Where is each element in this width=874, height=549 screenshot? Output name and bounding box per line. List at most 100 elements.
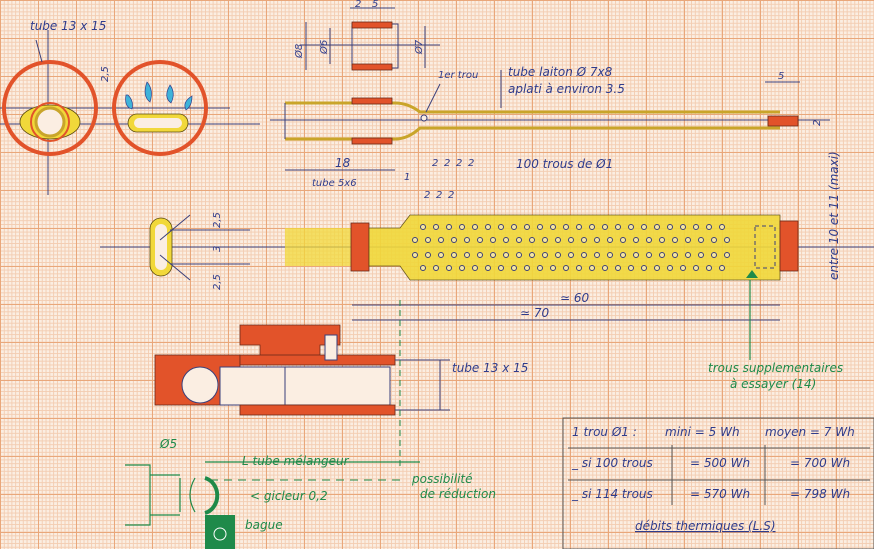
burner-hole <box>641 224 647 230</box>
burner-hole <box>711 237 717 243</box>
burner-hole <box>498 265 504 271</box>
ring-label: bague <box>245 518 283 532</box>
burner-hole <box>438 252 444 258</box>
table-row-2-label: _ si 114 trous <box>571 487 653 501</box>
section-dim-mid: 3 <box>212 246 223 252</box>
burner-hole <box>420 224 426 230</box>
sleeve-d-outer: Ø8 <box>293 44 305 59</box>
burner-hole <box>472 224 478 230</box>
burner-hole <box>516 252 522 258</box>
burner-hole <box>555 237 561 243</box>
reduction-label-1: possibilité <box>411 472 473 486</box>
burner-hole <box>464 252 470 258</box>
extra-holes-label-2: à essayer (14) <box>730 377 816 391</box>
burner-hole <box>672 252 678 258</box>
pitch-top-1: 2 <box>432 158 438 169</box>
section-tube-label: tube 13 x 15 <box>452 361 528 375</box>
burner-section <box>149 214 250 281</box>
sleeve-d-inner: Ø6 <box>318 40 330 55</box>
burner-hole <box>706 224 712 230</box>
burner-hole <box>667 265 673 271</box>
pitch-low-1: 2 <box>424 190 430 201</box>
burner-hole <box>537 265 543 271</box>
burner-hole <box>667 224 673 230</box>
burner-hole <box>542 252 548 258</box>
sleeve-dim-b: 5 <box>372 0 378 10</box>
burner-hole <box>602 224 608 230</box>
burner-hole <box>529 252 535 258</box>
table-row-1-min: = 500 Wh <box>690 456 750 470</box>
burner-hole <box>628 224 634 230</box>
reduction-label-2: de réduction <box>420 487 496 501</box>
jet-label: < gicleur 0,2 <box>250 489 328 503</box>
sleeve-d-bore: Ø7 <box>413 39 425 55</box>
burner-hole <box>563 265 569 271</box>
sleeve-dim-a: 2 <box>355 0 361 10</box>
burner-hole <box>654 224 660 230</box>
burner-hole <box>633 252 639 258</box>
burner-hole <box>581 252 587 258</box>
burner-hole <box>412 237 418 243</box>
table-header-min: mini = 5 Wh <box>665 425 740 439</box>
burner-hole <box>568 252 574 258</box>
burner-hole <box>542 237 548 243</box>
len-60-dim: ≃ 60 <box>560 291 590 305</box>
upper-tube <box>270 97 830 145</box>
burner-hole <box>446 224 452 230</box>
burner-hole <box>472 265 478 271</box>
burner-hole <box>529 237 535 243</box>
table-header-avg: moyen = 7 Wh <box>765 425 855 439</box>
table-row-2-min: = 570 Wh <box>690 487 750 501</box>
burner-hole <box>576 224 582 230</box>
burner-hole <box>451 237 457 243</box>
burner-hole <box>490 237 496 243</box>
burner-hole <box>524 224 530 230</box>
tube-label-2: aplati à environ 3.5 <box>508 82 625 96</box>
sleeve-detail <box>300 7 440 71</box>
burner-dim-1: 1 <box>404 172 410 183</box>
burner-hole <box>511 224 517 230</box>
end-len-dim: 5 <box>778 71 784 82</box>
table-caption: débits thermiques (L.S) <box>635 519 776 533</box>
injector <box>125 461 420 549</box>
burner-hole <box>433 265 439 271</box>
injector-d5: Ø5 <box>159 437 177 451</box>
burner-hole <box>620 237 626 243</box>
burner-hole <box>555 252 561 258</box>
flame-icons <box>125 81 193 111</box>
burner-hole <box>680 265 686 271</box>
burner-hole <box>425 252 431 258</box>
tube-label-1: tube laiton Ø 7x8 <box>508 65 613 79</box>
pitch-top-3: 2 <box>456 158 462 169</box>
burner-hole <box>602 265 608 271</box>
burner-hole <box>550 265 556 271</box>
burner-hole <box>425 237 431 243</box>
end-h-dim: 2 <box>812 120 823 126</box>
pitch-top-4: 2 <box>468 158 474 169</box>
burner-hole <box>511 265 517 271</box>
burner-hole <box>451 252 457 258</box>
burner-hole <box>438 237 444 243</box>
burner-hole <box>550 224 556 230</box>
burner-hole <box>607 252 613 258</box>
burner-hole <box>446 265 452 271</box>
burner-hole <box>719 265 725 271</box>
burner-hole <box>659 237 665 243</box>
burner-hole <box>698 237 704 243</box>
section-dim-bot: 2,5 <box>212 274 223 290</box>
burner-hole <box>485 224 491 230</box>
holes-label: 100 trous de Ø1 <box>516 157 613 171</box>
burner-hole <box>498 224 504 230</box>
section-dim-top: 2,5 <box>212 212 223 228</box>
table-row-2-avg: = 798 Wh <box>790 487 850 501</box>
longitudinal-section <box>154 300 450 470</box>
burner-hole <box>490 252 496 258</box>
burner-hole <box>646 252 652 258</box>
burner-hole <box>589 265 595 271</box>
end-view-right-flames <box>112 60 208 156</box>
burner-hole <box>620 252 626 258</box>
burner-hole <box>680 224 686 230</box>
burner-hole <box>646 237 652 243</box>
burner-hole <box>607 237 613 243</box>
first-hole-label: 1er trou <box>438 70 478 81</box>
